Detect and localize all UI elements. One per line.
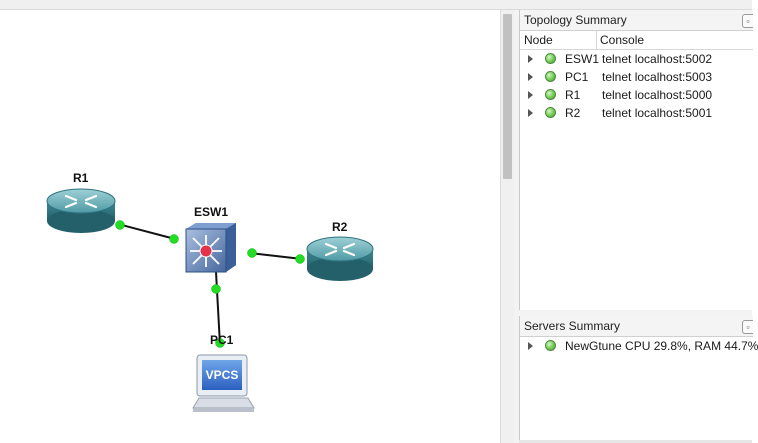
link-r1-esw1[interactable] <box>117 223 176 240</box>
node-name: PC1 <box>565 70 589 84</box>
panel-splitter[interactable] <box>514 10 519 443</box>
topology-summary-header: Node Console <box>520 31 753 50</box>
dock-separator[interactable] <box>519 310 752 316</box>
router-r2-icon[interactable] <box>306 236 374 281</box>
expand-arrow-icon[interactable] <box>528 342 533 350</box>
node-console: telnet localhost:5003 <box>602 70 713 84</box>
scrollbar-thumb[interactable] <box>503 14 512 179</box>
node-console: telnet localhost:5000 <box>602 88 713 102</box>
link-status-dot <box>247 248 257 258</box>
topology-row-esw1[interactable]: ESW1 telnet localhost:5002 <box>520 50 753 68</box>
node-name: R1 <box>565 88 581 102</box>
dock-float-icon[interactable]: ▫ <box>742 14 753 28</box>
vpcs-label: VPCS <box>206 368 239 382</box>
expand-arrow-icon[interactable] <box>528 73 533 81</box>
servers-summary-title: Servers Summary <box>524 319 621 333</box>
column-divider[interactable] <box>596 31 597 49</box>
node-label-pc1[interactable]: PC1 <box>210 333 234 347</box>
node-label-r1[interactable]: R1 <box>73 171 89 185</box>
link-esw1-r2[interactable] <box>249 252 303 260</box>
router-r1-icon[interactable] <box>46 188 116 233</box>
link-status-dot <box>169 234 179 244</box>
topology-summary-panel: Topology Summary ▫ Node Console ESW1 tel… <box>519 10 753 310</box>
node-label-r2[interactable]: R2 <box>332 220 348 234</box>
topology-summary-title-bar: Topology Summary ▫ <box>520 10 753 31</box>
topology-summary-list: ESW1 telnet localhost:5002 PC1 telnet lo… <box>520 50 753 122</box>
toolbar-strip <box>0 0 752 10</box>
green-led-icon <box>545 107 556 118</box>
link-status-dot <box>295 254 305 264</box>
topology-summary-title: Topology Summary <box>524 13 627 27</box>
column-header-node[interactable]: Node <box>524 33 553 47</box>
node-console: telnet localhost:5002 <box>602 52 713 66</box>
topology-drawing: VPCS <box>46 188 374 412</box>
server-status-text: NewGtune CPU 29.8%, RAM 44.7% <box>565 339 758 353</box>
link-status-dot <box>215 338 225 348</box>
green-led-icon <box>545 53 556 64</box>
node-name: R2 <box>565 106 581 120</box>
servers-summary-list: NewGtune CPU 29.8%, RAM 44.7% <box>520 337 758 355</box>
panel-bottom-edge <box>519 440 752 443</box>
node-name: ESW1 <box>565 52 600 66</box>
topology-canvas[interactable]: VPCS R1 ESW1 R2 PC1 <box>0 10 500 443</box>
link-status-dot <box>211 284 221 294</box>
topology-row-r2[interactable]: R2 telnet localhost:5001 <box>520 104 753 122</box>
expand-arrow-icon[interactable] <box>528 91 533 99</box>
green-led-icon <box>545 89 556 100</box>
expand-arrow-icon[interactable] <box>528 109 533 117</box>
servers-summary-panel: Servers Summary ▫ NewGtune CPU 29.8%, RA… <box>519 316 758 443</box>
link-esw1-pc1[interactable] <box>215 271 221 346</box>
server-row[interactable]: NewGtune CPU 29.8%, RAM 44.7% <box>520 337 758 355</box>
switch-esw1-icon[interactable] <box>185 223 236 273</box>
node-label-esw1[interactable]: ESW1 <box>194 205 229 219</box>
canvas-vertical-scrollbar[interactable] <box>500 10 514 443</box>
green-led-icon <box>545 71 556 82</box>
green-led-icon <box>545 340 556 351</box>
dock-float-icon[interactable]: ▫ <box>742 320 753 334</box>
topology-row-r1[interactable]: R1 telnet localhost:5000 <box>520 86 753 104</box>
link-status-dot <box>115 220 125 230</box>
expand-arrow-icon[interactable] <box>528 55 533 63</box>
column-header-console[interactable]: Console <box>600 33 645 47</box>
servers-summary-title-bar: Servers Summary ▫ <box>520 316 753 337</box>
vpcs-pc1-icon[interactable] <box>192 354 255 412</box>
node-console: telnet localhost:5001 <box>602 106 713 120</box>
topology-row-pc1[interactable]: PC1 telnet localhost:5003 <box>520 68 753 86</box>
